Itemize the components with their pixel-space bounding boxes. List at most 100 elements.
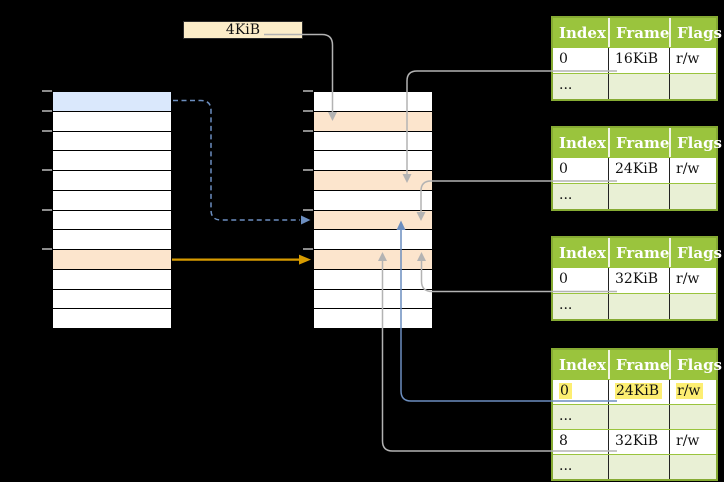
page-table-4: Index Frame Flags 0 24KiB r/w ... 8 32Ki…	[551, 348, 722, 481]
address-tick	[42, 209, 52, 211]
table-row: 0 32KiB r/w	[553, 267, 716, 293]
page-table-header: Index Frame Flags	[553, 128, 722, 157]
header-flags: Flags	[669, 18, 722, 47]
memory-row	[53, 111, 171, 132]
cell-flags: r/w	[669, 48, 716, 73]
header-frame: Frame	[608, 238, 669, 267]
header-index: Index	[559, 23, 606, 42]
memory-row	[53, 250, 171, 270]
cell-index: 8	[559, 433, 568, 449]
cell-index: 0	[559, 51, 568, 67]
page-table-header: Index Frame Flags	[553, 350, 722, 379]
memory-row	[53, 151, 171, 171]
cell-flags	[669, 74, 716, 99]
table-row: ...	[553, 293, 716, 319]
table-row: 0 24KiB r/w	[553, 157, 716, 183]
cell-index: 0	[553, 380, 608, 404]
memory-row	[314, 171, 432, 191]
memory-row	[53, 92, 171, 112]
cell-frame	[608, 405, 669, 429]
cell-flags: r/w	[669, 380, 716, 404]
memory-row	[314, 269, 432, 290]
table-row: 0 16KiB r/w	[553, 47, 716, 73]
address-tick	[42, 248, 52, 250]
memory-row	[314, 289, 432, 310]
cell-flags	[669, 405, 716, 429]
table-row: ...	[553, 404, 716, 429]
address-tick	[303, 169, 313, 171]
address-tick	[303, 90, 313, 92]
cell-frame: 16KiB	[608, 48, 669, 73]
memory-row	[314, 190, 432, 211]
cell-index: ...	[559, 297, 573, 313]
header-frame: Frame	[608, 128, 669, 157]
memory-row	[53, 230, 171, 250]
cell-flags: r/w	[669, 430, 716, 454]
physical-memory-column	[313, 91, 433, 329]
memory-row	[314, 111, 432, 132]
table-row: ...	[553, 73, 716, 99]
virtual-page-dashed-arrow	[173, 99, 311, 225]
header-frame: Frame	[608, 18, 669, 47]
table-row: ...	[553, 183, 716, 209]
memory-row	[314, 309, 432, 328]
cell-frame	[608, 74, 669, 99]
page-table-header: Index Frame Flags	[553, 18, 722, 47]
cell-frame	[608, 294, 669, 319]
cell-flags	[669, 184, 716, 209]
memory-row	[314, 230, 432, 250]
cell-index: ...	[559, 77, 573, 93]
address-tick	[303, 110, 313, 112]
address-tick	[42, 169, 52, 171]
cell-frame: 24KiB	[608, 158, 669, 183]
address-tick	[303, 248, 313, 250]
memory-row	[314, 131, 432, 152]
memory-row	[53, 171, 171, 191]
memory-row	[314, 92, 432, 112]
address-tick	[42, 130, 52, 132]
cell-flags: r/w	[669, 268, 716, 293]
address-tick	[42, 90, 52, 92]
cell-frame: 32KiB	[608, 268, 669, 293]
virtual-page-orange-arrow	[172, 254, 311, 265]
cell-index: ...	[559, 187, 573, 203]
page-table-header: Index Frame Flags	[553, 238, 722, 267]
memory-row	[314, 210, 432, 231]
page-size-label: 4KiB	[183, 21, 303, 39]
address-tick	[303, 130, 313, 132]
cell-frame: 32KiB	[608, 430, 669, 454]
header-index: Index	[559, 243, 606, 262]
memory-row	[53, 289, 171, 310]
memory-row	[53, 269, 171, 290]
cell-flags: r/w	[669, 158, 716, 183]
page-table-1: Index Frame Flags 0 16KiB r/w ...	[551, 16, 722, 101]
address-tick	[303, 209, 313, 211]
memory-row	[53, 210, 171, 231]
memory-row	[314, 151, 432, 171]
cell-index: ...	[559, 458, 573, 474]
table-row: ...	[553, 454, 716, 479]
header-index: Index	[559, 355, 606, 374]
cell-index: ...	[559, 408, 573, 424]
page-table-2: Index Frame Flags 0 24KiB r/w ...	[551, 126, 722, 211]
header-flags: Flags	[669, 350, 722, 379]
memory-row	[53, 190, 171, 211]
cell-frame	[608, 455, 669, 479]
table-row: 0 24KiB r/w	[553, 379, 716, 404]
header-index: Index	[559, 133, 606, 152]
memory-row	[53, 131, 171, 152]
page-table-3: Index Frame Flags 0 32KiB r/w ...	[551, 236, 722, 321]
address-tick	[42, 110, 52, 112]
cell-frame	[608, 184, 669, 209]
table-row: 8 32KiB r/w	[553, 429, 716, 454]
cell-flags	[669, 294, 716, 319]
cell-index: 0	[559, 271, 568, 287]
header-flags: Flags	[669, 128, 722, 157]
memory-row	[314, 250, 432, 270]
header-frame: Frame	[608, 350, 669, 379]
cell-frame: 24KiB	[608, 380, 669, 404]
cell-index: 0	[559, 161, 568, 177]
cell-flags	[669, 455, 716, 479]
virtual-address-space-column	[52, 91, 172, 329]
